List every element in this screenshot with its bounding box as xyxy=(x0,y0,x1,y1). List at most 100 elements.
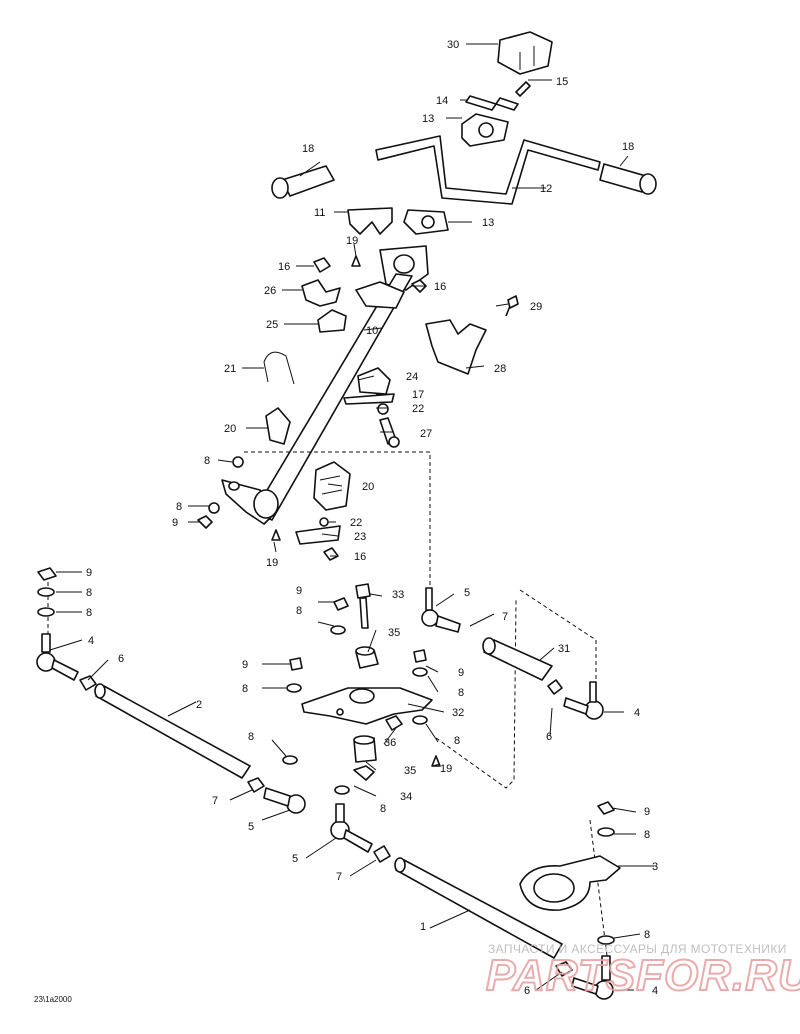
callout-29: 29 xyxy=(530,301,542,313)
callout-32: 32 xyxy=(452,707,464,719)
callout-9: 9 xyxy=(242,659,248,671)
callout-35: 35 xyxy=(388,627,400,639)
ball-joint-5-left xyxy=(263,787,306,814)
callout-16: 16 xyxy=(278,261,290,273)
callout-8: 8 xyxy=(86,607,92,619)
steering-arm xyxy=(221,479,279,525)
bracket-26 xyxy=(301,279,341,307)
callout-21: 21 xyxy=(224,363,236,375)
callout-27: 27 xyxy=(420,428,432,440)
plate-28 xyxy=(425,319,487,375)
callout-6: 6 xyxy=(524,985,530,997)
tie-rod-1 xyxy=(394,857,563,959)
callout-22: 22 xyxy=(350,517,362,529)
callout-31: 31 xyxy=(558,643,570,655)
callout-2: 2 xyxy=(196,699,202,711)
callout-5: 5 xyxy=(292,853,298,865)
ball-joint-4-lower xyxy=(571,977,614,1000)
bushing-25 xyxy=(317,309,347,333)
u-bolt-21 xyxy=(263,351,295,385)
callout-12: 12 xyxy=(540,183,552,195)
callout-34: 34 xyxy=(400,791,412,803)
left-hardware-stack xyxy=(37,567,57,653)
callout-30: 30 xyxy=(447,39,459,51)
nut-6-left xyxy=(79,675,97,691)
callout-8: 8 xyxy=(454,735,460,747)
callout-26: 26 xyxy=(264,285,276,297)
grip-left-18 xyxy=(271,165,335,199)
ball-joint-5-middle xyxy=(421,587,461,633)
nut-16-upper xyxy=(313,257,427,293)
bolt-33 xyxy=(355,583,371,629)
small-hardware-middle xyxy=(282,597,441,795)
callout-8: 8 xyxy=(644,929,650,941)
callout-33: 33 xyxy=(392,589,404,601)
clamp-upper-13 xyxy=(461,113,509,147)
drawing-code: 23\1a2000 xyxy=(34,995,72,1004)
callout-6: 6 xyxy=(546,731,552,743)
callout-9: 9 xyxy=(458,667,464,679)
clamp-lower-13 xyxy=(403,209,449,235)
bellcrank-32 xyxy=(301,687,433,725)
callout-8: 8 xyxy=(176,501,182,513)
alignment-dashes-right xyxy=(435,589,597,789)
callout-11: 11 xyxy=(314,207,325,219)
alignment-dashes-upper xyxy=(244,451,431,590)
strap-14 xyxy=(465,95,519,111)
callout-9: 9 xyxy=(172,517,178,529)
handlebar-clamp-cover xyxy=(497,31,553,75)
alignment-dashes-left xyxy=(47,568,611,981)
leader-lines xyxy=(49,43,654,991)
bolt-15 xyxy=(515,81,531,97)
callout-22: 22 xyxy=(412,403,424,415)
callout-3: 3 xyxy=(652,861,658,873)
ball-joint-4-left xyxy=(36,652,79,681)
callout-20: 20 xyxy=(362,481,374,493)
callout-4: 4 xyxy=(652,985,658,997)
callout-1: 1 xyxy=(420,921,426,933)
callout-7: 7 xyxy=(212,795,218,807)
callout-16: 16 xyxy=(354,551,366,563)
callout-4: 4 xyxy=(634,707,640,719)
callout-19: 19 xyxy=(440,763,452,775)
callout-9: 9 xyxy=(296,585,302,597)
bolt-27 xyxy=(379,417,400,448)
callout-9: 9 xyxy=(86,567,92,579)
small-hardware-upper xyxy=(197,255,361,561)
callout-8: 8 xyxy=(248,731,254,743)
watermark-caption: ЗАПЧАСТИ И АКСЕССУАРЫ ДЛЯ МОТОТЕХНИКИ xyxy=(488,942,787,956)
nut-7-lower xyxy=(373,845,391,863)
shim-11 xyxy=(347,207,393,235)
steering-column-10 xyxy=(253,245,429,521)
callout-8: 8 xyxy=(296,605,302,617)
callout-35: 35 xyxy=(404,765,416,777)
callout-6: 6 xyxy=(118,653,124,665)
callout-13: 13 xyxy=(422,113,434,125)
callout-19: 19 xyxy=(266,557,278,569)
callout-8: 8 xyxy=(458,687,464,699)
callout-16: 16 xyxy=(434,281,446,293)
callout-4: 4 xyxy=(88,635,94,647)
nut-6-right xyxy=(547,679,563,695)
bushing-24 xyxy=(357,367,391,395)
watermark-brand: PARTSFOR.RU xyxy=(486,951,800,1000)
callout-15: 15 xyxy=(556,76,568,88)
callout-8: 8 xyxy=(380,803,386,815)
callout-7: 7 xyxy=(336,871,342,883)
nut-6-lower xyxy=(555,961,573,977)
callout-23: 23 xyxy=(354,531,366,543)
callout-5: 5 xyxy=(464,587,470,599)
callout-36: 36 xyxy=(384,737,396,749)
nut-7-left xyxy=(247,777,265,793)
callout-18: 18 xyxy=(622,141,634,153)
watermark: ЗАПЧАСТИ И АКСЕССУАРЫ ДЛЯ МОТОТЕХНИКИ PA… xyxy=(485,942,800,1001)
tie-rod-2 xyxy=(94,683,251,779)
callout-9: 9 xyxy=(644,806,650,818)
callout-8: 8 xyxy=(644,829,650,841)
callout-19: 19 xyxy=(346,235,358,247)
grip-right-18 xyxy=(599,163,657,195)
callout-25: 25 xyxy=(266,319,278,331)
right-hardware-stack xyxy=(597,801,615,981)
bushing-20-right xyxy=(313,461,351,511)
